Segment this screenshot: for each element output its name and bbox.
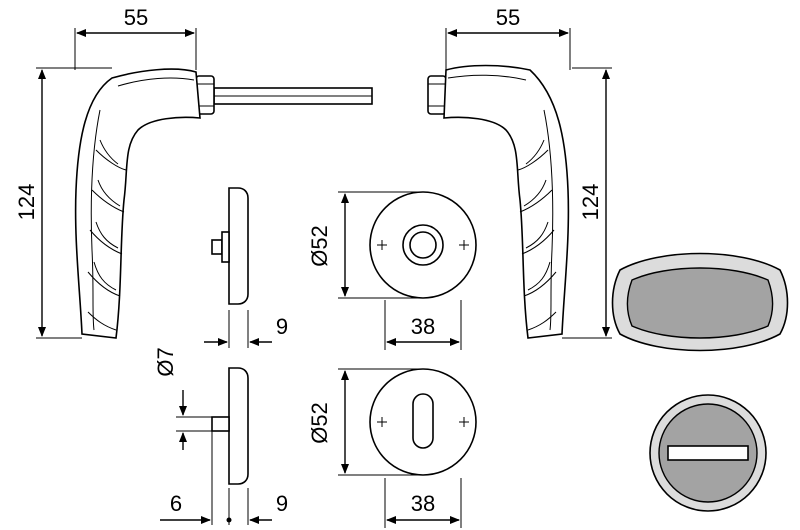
right-handle-collar	[427, 75, 447, 115]
rose-front-view: Ø52 38	[307, 191, 477, 350]
handle-cross-section-icon	[611, 252, 789, 352]
rose-width-label: 38	[411, 314, 435, 339]
left-height-dimension: 124	[14, 67, 112, 339]
spindle-cross-section-icon	[649, 394, 767, 512]
left-height-label: 124	[14, 184, 39, 221]
right-height-dimension: 124	[562, 67, 612, 339]
right-height-label: 124	[578, 184, 603, 221]
right-width-dimension: 55	[445, 5, 571, 70]
escutcheon-width-label: 38	[411, 491, 435, 516]
right-lever-handle	[427, 64, 570, 339]
left-width-dimension: 55	[74, 5, 197, 70]
rose-diameter-label: Ø52	[307, 225, 332, 267]
spindle-diameter-label: Ø7	[153, 347, 178, 376]
rose-side-view: 9	[204, 187, 288, 348]
escutcheon-side-view: Ø7 6 9	[153, 347, 288, 525]
escutcheon-diameter-label: Ø52	[307, 402, 332, 444]
right-width-label: 55	[496, 5, 520, 30]
left-lever-handle	[74, 68, 373, 339]
rose-thickness-label: 9	[276, 314, 288, 339]
left-width-label: 55	[124, 5, 148, 30]
escutcheon-front-view: Ø52 38	[307, 368, 477, 528]
spindle-offset-label: 6	[170, 491, 182, 516]
escutcheon-thickness-label: 9	[276, 491, 288, 516]
